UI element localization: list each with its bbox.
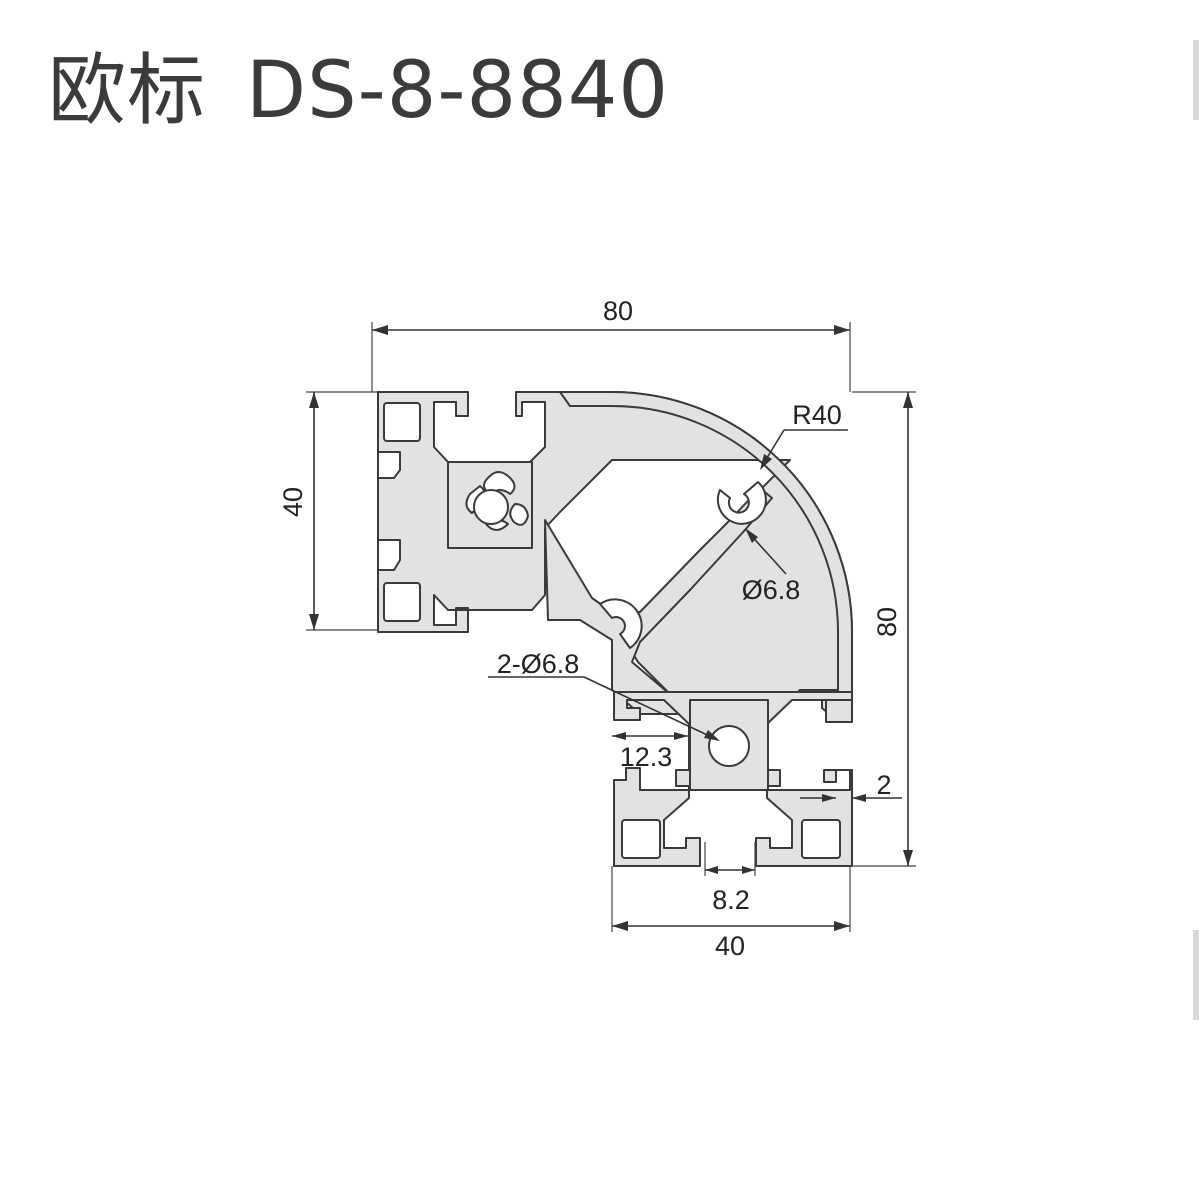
slot-lip: [377, 539, 401, 571]
lower-core: [689, 699, 769, 791]
slot-lips: [377, 451, 401, 571]
curved-shell: [559, 391, 853, 723]
dimension-lines: [306, 322, 916, 932]
upper-core: [447, 461, 533, 549]
lower-center-hole: [708, 725, 750, 767]
edge-marker: [1193, 930, 1199, 1020]
cavity: [383, 402, 421, 442]
edge-marker: [1193, 40, 1199, 120]
dim-arm-width: 40: [715, 931, 745, 961]
web-bores: [599, 481, 767, 649]
dim-radius: R40: [792, 400, 842, 430]
upper-center-hole: [473, 489, 509, 525]
dim-bore-single: Ø6.8: [742, 575, 801, 605]
model-number: DS-8-8840: [246, 46, 670, 136]
cavity: [801, 819, 841, 859]
bore-upper: [716, 481, 767, 525]
dim-slot-offset: 12.3: [620, 742, 673, 772]
dim-slot-width: 8.2: [712, 885, 750, 915]
diagonal-web: [544, 487, 773, 715]
dim-overall-width: 80: [603, 296, 633, 326]
dim-bore-pair: 2-Ø6.8: [497, 649, 580, 679]
dim-arm-height: 40: [278, 487, 308, 517]
cavity: [383, 582, 421, 622]
dim-wall-thickness: 2: [876, 770, 891, 800]
slot-lip: [377, 451, 401, 479]
standard-label: 欧标: [48, 46, 207, 136]
corner-cavities: [383, 402, 841, 859]
bore-lower: [599, 598, 643, 649]
dim-overall-height: 80: [872, 607, 902, 637]
cavity: [621, 819, 661, 859]
